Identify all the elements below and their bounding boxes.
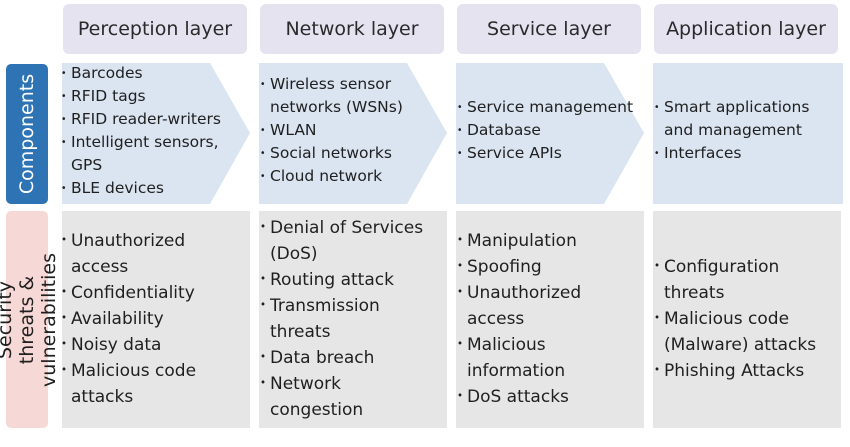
list-item: Service management	[457, 96, 637, 119]
row-label-security-threats: Security threats & vulnerabilities	[0, 211, 60, 428]
header-perception-layer: Perception layer	[63, 4, 247, 54]
header-application-layer: Application layer	[654, 4, 838, 54]
components-service: Service management Database Service APIs	[457, 96, 637, 165]
list-item: Social networks	[260, 142, 410, 165]
list-item: Noisy data	[61, 332, 221, 358]
list-item: RFID reader-writers	[61, 108, 246, 131]
list-item: Malicious code (Malware) attacks	[654, 306, 834, 358]
components-perception: Barcodes RFID tags RFID reader-writers I…	[61, 62, 246, 200]
list-item: Cloud network	[260, 165, 410, 188]
threats-application: Configuration threats Malicious code (Ma…	[654, 254, 834, 384]
list-item: Manipulation	[457, 228, 617, 254]
list-item: Unauthorized access	[61, 228, 196, 280]
list-item: Availability	[61, 306, 221, 332]
components-application: Smart applications and management Interf…	[654, 96, 829, 165]
components-network: Wireless sensor networks (WSNs) WLAN Soc…	[260, 73, 410, 188]
list-item: Phishing Attacks	[654, 358, 834, 384]
list-item: Confidentiality	[61, 280, 221, 306]
list-item: Database	[457, 119, 637, 142]
list-item: Spoofing	[457, 254, 617, 280]
list-item: RFID tags	[61, 85, 246, 108]
list-item: Network congestion	[260, 371, 380, 423]
list-item: Data breach	[260, 345, 430, 371]
threats-network: Denial of Services (DoS) Routing attack …	[260, 215, 430, 423]
list-item: Transmission threats	[260, 293, 385, 345]
list-item: Intelligent sensors, GPS	[61, 131, 219, 177]
list-item: Unauthorized access	[457, 280, 587, 332]
list-item: Malicious code attacks	[61, 358, 211, 410]
list-item: Denial of Services (DoS)	[260, 215, 430, 267]
threats-service: Manipulation Spoofing Unauthorized acces…	[457, 228, 617, 410]
list-item: WLAN	[260, 119, 410, 142]
list-item: DoS attacks	[457, 384, 617, 410]
header-network-layer: Network layer	[260, 4, 444, 54]
list-item: Malicious information	[457, 332, 587, 384]
list-item: Barcodes	[61, 62, 246, 85]
list-item: Wireless sensor networks (WSNs)	[260, 73, 410, 119]
row-label-components: Components	[6, 64, 48, 204]
threats-perception: Unauthorized access Confidentiality Avai…	[61, 228, 221, 410]
list-item: Smart applications and management	[654, 96, 829, 142]
list-item: BLE devices	[61, 177, 246, 200]
list-item: Routing attack	[260, 267, 430, 293]
list-item: Service APIs	[457, 142, 637, 165]
list-item: Configuration threats	[654, 254, 794, 306]
header-service-layer: Service layer	[457, 4, 641, 54]
list-item: Interfaces	[654, 142, 829, 165]
